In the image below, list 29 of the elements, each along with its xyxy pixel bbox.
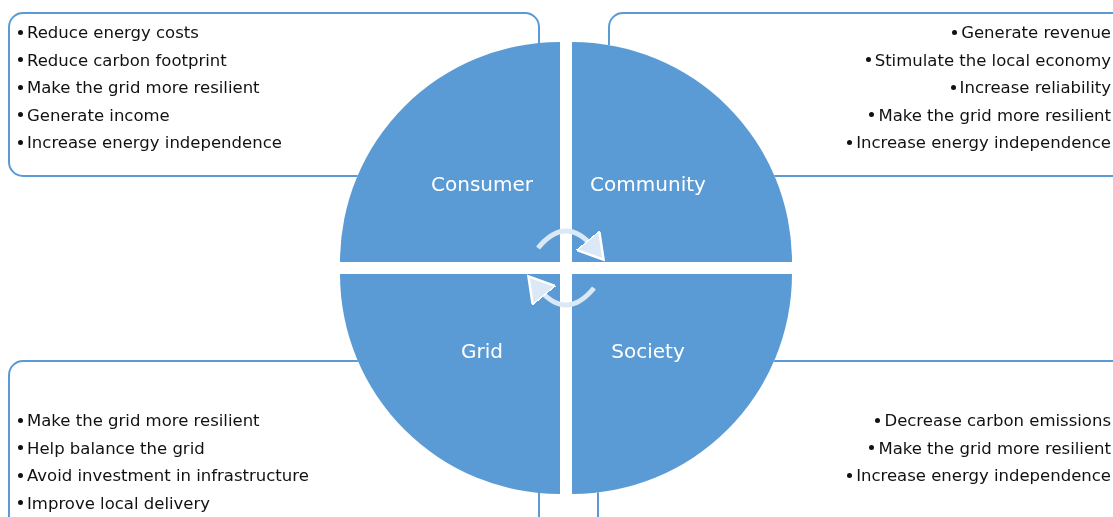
text-box [8, 12, 540, 177]
bullet-item: Make the grid more resilient [18, 407, 309, 435]
quadrant-label: Society [611, 339, 685, 363]
quadrant-segment [572, 274, 792, 494]
quadrant-label: Grid [461, 339, 503, 363]
bullet-item: Help balance the grid [18, 434, 309, 462]
bullet-item: Reduce carbon footprint [18, 46, 282, 74]
bullet-item: Reduce energy costs [18, 19, 282, 47]
quadrant-segment [340, 42, 560, 262]
bullet-item: Make the grid more resilient [18, 74, 282, 102]
text-box [8, 360, 540, 517]
quadrant-label: Consumer [431, 172, 533, 196]
quadrant-segment [572, 42, 792, 262]
text-box [608, 12, 1113, 177]
bullet-item: Stimulate the local economy [847, 46, 1111, 74]
bullet-item: Improve local delivery [18, 489, 309, 517]
bullet-item: Make the grid more resilient [847, 434, 1111, 462]
bullet-item: Generate revenue [847, 19, 1111, 47]
quadrant-label: Community [590, 172, 706, 196]
bullet-item: Generate income [18, 101, 282, 129]
bullet-item: Avoid investment in infrastructure [18, 462, 309, 490]
bullet-item: Increase reliability [847, 74, 1111, 102]
bullet-item: Increase energy independence [847, 129, 1111, 157]
quadrant-segment [340, 274, 560, 494]
text-box [597, 360, 1113, 517]
bullet-item: Make the grid more resilient [847, 101, 1111, 129]
bullet-item: Increase energy independence [18, 129, 282, 157]
bullet-item: Increase energy independence [847, 462, 1111, 490]
bullet-item: Decrease carbon emissions [847, 407, 1111, 435]
